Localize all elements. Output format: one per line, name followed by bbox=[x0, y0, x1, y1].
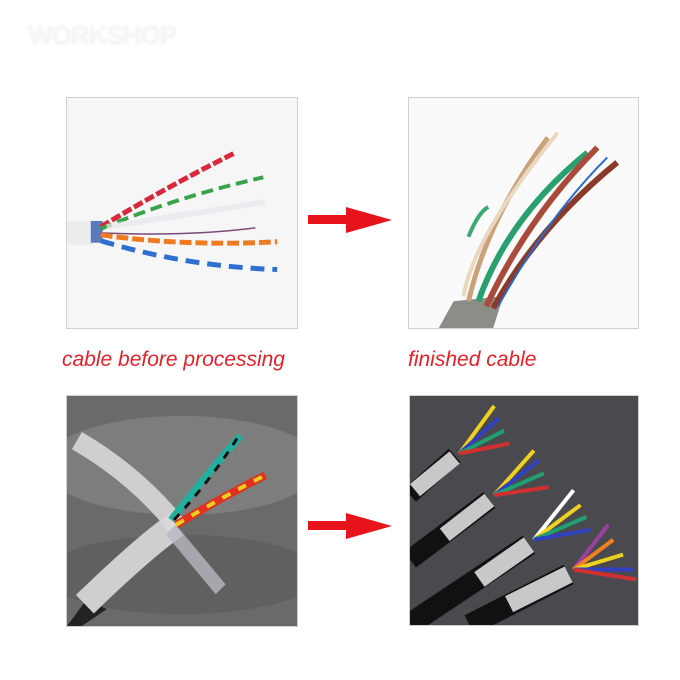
shielded-cable-image bbox=[67, 396, 297, 626]
watermark: WORKSHOP bbox=[28, 20, 177, 50]
image-before-processing-2 bbox=[66, 395, 298, 627]
right-arrow-icon bbox=[308, 207, 392, 233]
image-finished-cable-1 bbox=[408, 97, 639, 329]
right-arrow-icon bbox=[308, 513, 392, 539]
multicore-cables-image bbox=[410, 396, 638, 625]
label-before-processing: cable before processing bbox=[62, 348, 285, 371]
image-finished-cable-2 bbox=[409, 395, 639, 626]
finished-cable-image bbox=[409, 98, 638, 328]
image-before-processing-1 bbox=[66, 97, 298, 329]
twisted-pair-cable-image bbox=[67, 98, 297, 328]
label-finished-cable: finished cable bbox=[408, 348, 537, 371]
